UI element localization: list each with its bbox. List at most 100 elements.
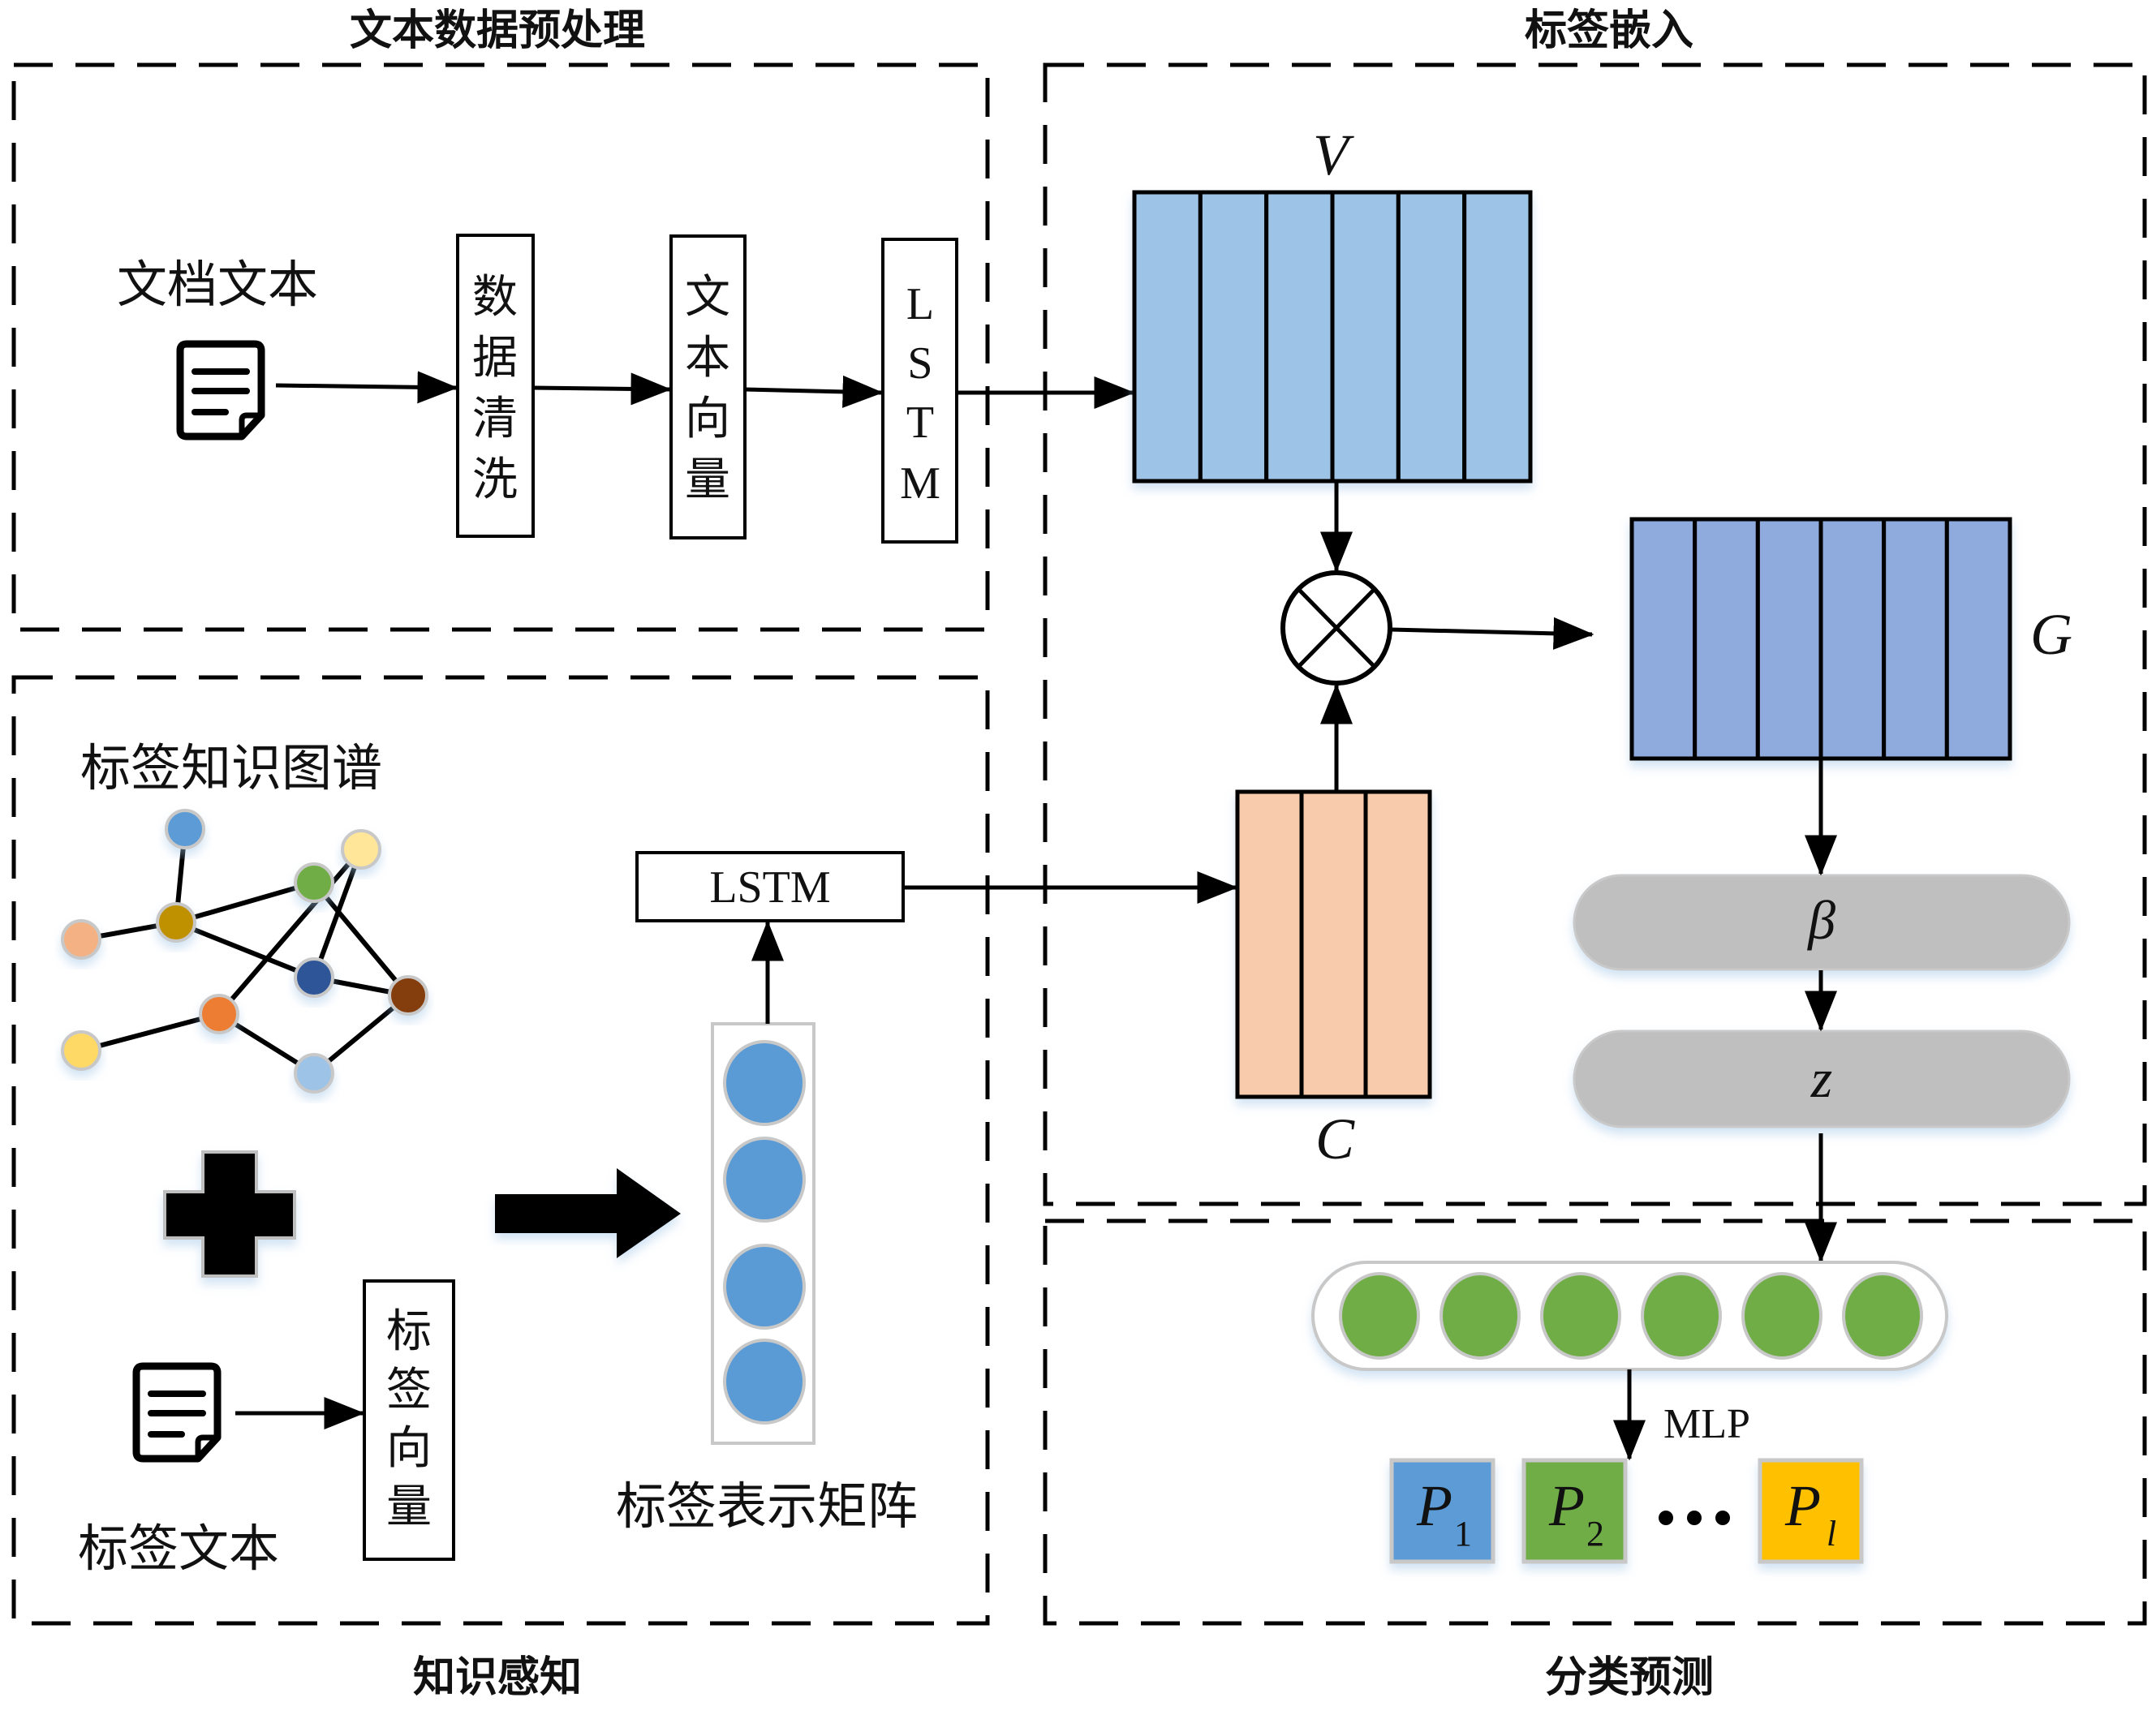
v-matrix-column bbox=[1330, 190, 1401, 484]
c-matrix bbox=[1235, 789, 1432, 1099]
step-char: 向 bbox=[685, 393, 730, 445]
embedding-arrows bbox=[1320, 481, 1837, 1263]
output-node bbox=[1339, 1272, 1420, 1360]
output-node bbox=[1439, 1272, 1521, 1360]
graph-node bbox=[199, 994, 239, 1034]
output-pl-sub: l bbox=[1827, 1514, 1836, 1554]
document-text-label: 文档文本 bbox=[117, 255, 318, 314]
g-matrix-column bbox=[1693, 517, 1760, 761]
label-text-label: 标签文本 bbox=[78, 1519, 279, 1578]
output-node bbox=[1641, 1272, 1722, 1360]
big-right-arrow-icon bbox=[495, 1168, 681, 1258]
output-nodes bbox=[1339, 1272, 1923, 1360]
v-label: V bbox=[1313, 122, 1354, 187]
graph-node bbox=[61, 1030, 101, 1071]
label-vector-char: 标 bbox=[386, 1305, 432, 1358]
label-document-icon bbox=[132, 1362, 222, 1463]
graph-node bbox=[294, 862, 334, 903]
g-matrix-column bbox=[1629, 517, 1698, 761]
graph-edge bbox=[312, 881, 411, 997]
step-char: 数 bbox=[472, 271, 518, 324]
label-vector-char: 向 bbox=[386, 1422, 432, 1475]
step-char: 洗 bbox=[472, 453, 518, 506]
lstm-label-text: LSTM bbox=[709, 862, 830, 913]
knowledge-graph-label: 标签知识图谱 bbox=[80, 738, 382, 797]
step-text-vector: 文 本 向 量 bbox=[669, 234, 747, 539]
c-label: C bbox=[1315, 1107, 1355, 1171]
step-char: 本 bbox=[685, 332, 730, 385]
step-data-cleaning: 数 据 清 洗 bbox=[456, 234, 535, 538]
graph-node bbox=[341, 829, 381, 870]
step-char: L bbox=[906, 279, 934, 329]
graph-node bbox=[294, 957, 334, 998]
graph-node bbox=[156, 902, 196, 943]
v-matrix-column bbox=[1462, 190, 1533, 484]
label-matrix-cell bbox=[723, 1339, 806, 1425]
step-char: T bbox=[906, 398, 934, 448]
c-matrix-column bbox=[1235, 789, 1304, 1099]
g-matrix-column bbox=[1944, 517, 2012, 761]
output-node bbox=[1741, 1272, 1822, 1360]
c-matrix-column bbox=[1299, 789, 1368, 1099]
label-matrix-cell bbox=[723, 1040, 806, 1126]
output-p2 bbox=[1521, 1458, 1628, 1564]
preprocessing-arrows bbox=[275, 371, 1135, 409]
graph-node bbox=[165, 809, 205, 849]
plus-icon bbox=[163, 1150, 296, 1278]
g-matrix-column bbox=[1755, 517, 1823, 761]
arrow-multiply-to-g bbox=[1390, 617, 1594, 650]
graph-node bbox=[294, 1053, 334, 1094]
graph-node bbox=[61, 919, 101, 960]
title-label-embedding: 标签嵌入 bbox=[1525, 6, 1693, 55]
z-label: z bbox=[1810, 1047, 1832, 1109]
section-frames bbox=[11, 62, 2147, 1626]
step-char: 据 bbox=[472, 332, 518, 385]
label-matrix-cell bbox=[723, 1137, 806, 1223]
step-char: 清 bbox=[472, 393, 518, 445]
v-matrix-column bbox=[1396, 190, 1467, 484]
output-node bbox=[1842, 1272, 1923, 1360]
step-char: S bbox=[907, 338, 932, 389]
g-matrix-column bbox=[1818, 517, 1887, 761]
title-text-preprocessing: 文本数据预处理 bbox=[350, 6, 645, 55]
v-matrix-column bbox=[1132, 190, 1203, 484]
graph-edge bbox=[174, 920, 316, 980]
output-p1-base: P bbox=[1416, 1473, 1452, 1538]
step-char: 量 bbox=[685, 453, 730, 506]
output-p1 bbox=[1389, 1458, 1495, 1564]
knowledge-arrows bbox=[751, 871, 1238, 1024]
frame-label-embedding bbox=[1043, 62, 2147, 1206]
graph-edge bbox=[175, 880, 315, 925]
frame-classification-prediction bbox=[1043, 1219, 2147, 1626]
arrow-vector-to-lstm bbox=[744, 375, 884, 408]
output-ellipsis bbox=[1659, 1511, 1730, 1525]
document-icon bbox=[176, 340, 265, 441]
step-char: M bbox=[900, 458, 940, 509]
lstm-label-box: LSTM bbox=[635, 851, 905, 922]
graph-edge bbox=[80, 1012, 220, 1053]
label-matrix-cell bbox=[723, 1244, 806, 1330]
label-matrix-cells bbox=[723, 1040, 806, 1425]
label-vector-char: 量 bbox=[386, 1481, 432, 1533]
multiply-circle-icon bbox=[1280, 570, 1392, 686]
arrow-cleaning-to-vector bbox=[532, 372, 672, 406]
title-classification-prediction: 分类预测 bbox=[1545, 1653, 1714, 1702]
frame-knowledge-perception bbox=[11, 675, 990, 1626]
output-pl bbox=[1758, 1458, 1864, 1564]
g-matrix bbox=[1629, 517, 2012, 761]
frame-text-preprocessing bbox=[11, 62, 990, 632]
output-p2-base: P bbox=[1548, 1473, 1585, 1538]
arrow-doc-to-cleaning bbox=[275, 371, 458, 404]
step-lstm-text: L S T M bbox=[881, 238, 958, 544]
graph-edge bbox=[217, 848, 364, 1016]
step-char: 文 bbox=[685, 271, 730, 324]
knowledge-graph bbox=[61, 809, 428, 1094]
c-matrix-column bbox=[1363, 789, 1432, 1099]
label-matrix-label: 标签表示矩阵 bbox=[616, 1476, 918, 1536]
graph-node bbox=[388, 975, 428, 1016]
output-pl-base: P bbox=[1784, 1473, 1821, 1538]
output-node bbox=[1540, 1272, 1621, 1360]
label-vector-char: 签 bbox=[386, 1364, 432, 1416]
v-matrix-column bbox=[1264, 190, 1335, 484]
